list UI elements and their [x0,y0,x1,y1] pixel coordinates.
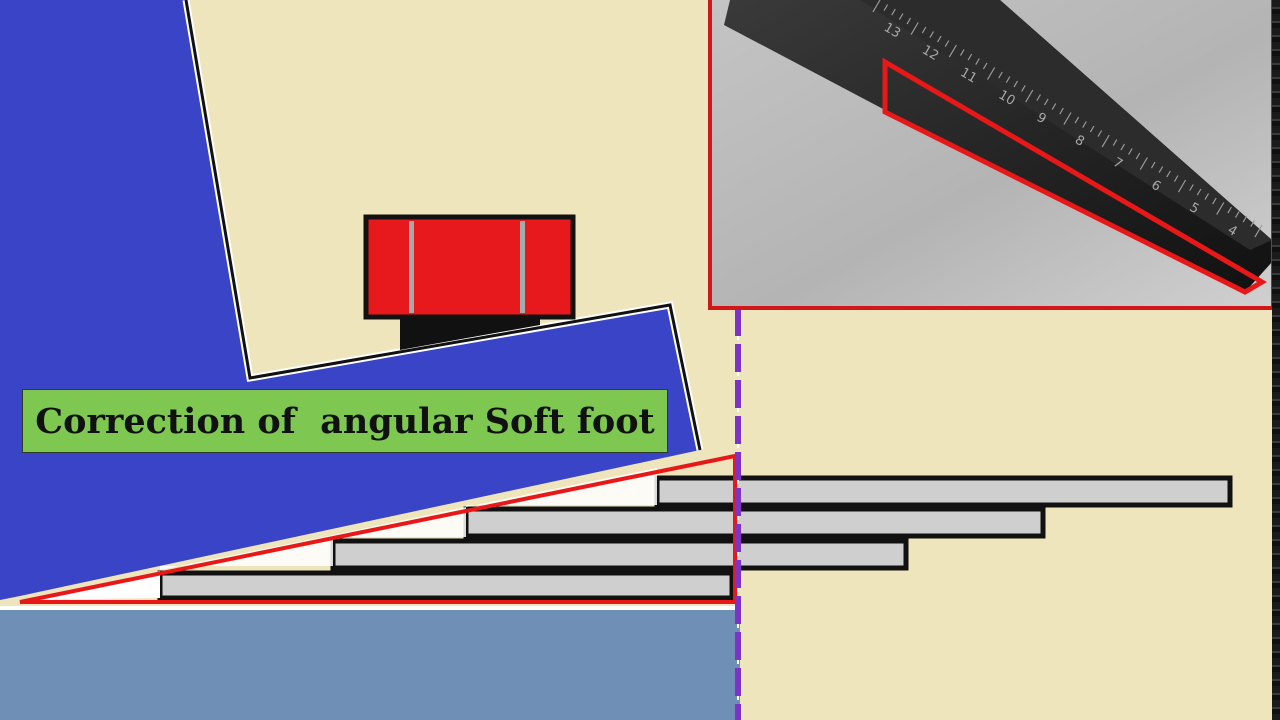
ruler-tick [1235,211,1240,218]
shim-3 [463,506,1046,539]
ruler-tick [1005,76,1011,83]
ruler-tick [948,44,957,58]
ruler-tick [929,31,934,38]
ruler-tick [1128,148,1133,155]
ruler-tick [906,17,912,25]
ruler-tick [1025,89,1034,103]
gap-fill-4 [466,468,657,507]
bolt-head-stripe-left [409,221,414,313]
ruler-number: 10 [996,88,1018,109]
ruler-tick [1254,224,1263,238]
ruler-tick [1216,202,1225,215]
ruler-tick [1013,80,1019,88]
shim-2 [330,538,909,571]
ruler-tick [1196,188,1202,196]
taper-highlight [882,57,1267,295]
ruler-tick [891,8,896,16]
ruler-tick [1101,134,1110,148]
ruler-tick [1139,157,1148,170]
ruler-tick [1063,112,1072,125]
ruler-tick [959,49,965,56]
ruler-tick [883,4,889,11]
ruler-tick [872,0,881,13]
ruler-number: 13 [881,20,903,41]
title-label: Correction of angular Soft foot [22,389,668,453]
ruler-tick [937,35,942,43]
ruler-tick [1204,193,1210,200]
ruler-tick [1150,161,1156,169]
ruler-tick [1021,85,1026,92]
right-edge-strip [1272,0,1280,720]
ruler-tick [1212,197,1217,205]
ruler-tick [1177,179,1187,193]
baseplate [0,608,740,720]
ruler-tick [1250,220,1255,227]
ruler-tick [1051,103,1057,110]
ruler-tick [1074,116,1080,124]
ruler-tick [998,71,1003,79]
ruler-tick [1242,215,1248,223]
bolt-shank [400,318,540,350]
ruler-tick [1082,121,1087,128]
ruler-tick [1227,206,1232,214]
ruler-tick [944,40,950,47]
ruler-tick [975,58,980,65]
ruler-tick [1158,166,1164,173]
ruler-ticks [872,0,1263,238]
machine-body-outline-inner [184,0,702,451]
ruler-tick [982,62,988,70]
ruler-tick [1135,152,1141,160]
ruler-tick [1036,94,1041,101]
ruler-tick [967,53,973,61]
ruler-tick [1166,170,1171,178]
ruler-tick [1097,130,1103,137]
gap-fill-1 [20,571,160,600]
ruler-tick [1059,107,1064,115]
ruler-tick [921,26,927,34]
taper-gauge-body [724,0,1272,292]
bolt-head-stripe-right [520,221,525,313]
ruler-tick [1112,139,1118,146]
ruler-tick [898,13,904,20]
ruler-tick [1189,184,1194,191]
ruler-tick [986,67,996,80]
shim-4 [654,475,1233,508]
gap-fill-2 [160,535,333,570]
ruler-tick [1044,98,1049,106]
ruler-number: 11 [957,65,979,86]
ruler-tick [1173,175,1179,182]
ruler-tick [1089,125,1095,133]
ruler-tick [1120,143,1125,151]
taper-gauge-face [860,0,1272,250]
ruler-tick [910,22,919,35]
ruler-number: 12 [919,43,941,64]
bolt-head [363,214,576,320]
shim-1 [157,570,735,601]
